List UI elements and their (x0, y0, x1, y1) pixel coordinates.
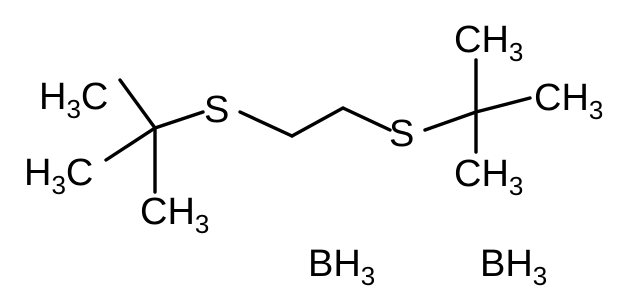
bonds (104, 58, 532, 194)
bond-ch2-right-sulfur (341, 106, 392, 132)
bond-left-sulfur-ch2 (238, 110, 294, 138)
right-middle-methyl-label: CH3 (534, 77, 603, 125)
bond-left-quaternary-middle-methyl (104, 126, 157, 162)
bond-right-quaternary-middle-methyl (474, 96, 532, 114)
left-sulfur-label: S (204, 89, 229, 131)
bond-ch2-ch2 (290, 106, 345, 138)
borane-1-label: BH3 (308, 243, 375, 291)
right-sulfur-label: S (389, 113, 414, 155)
left-upper-methyl-label: H3C (39, 76, 108, 124)
left-lower-methyl-label: CH3 (140, 191, 209, 239)
bond-left-quaternary-sulfur (153, 110, 205, 130)
left-middle-methyl-label: H3C (24, 152, 93, 200)
right-lower-methyl-label: CH3 (454, 153, 523, 201)
bond-left-quaternary-upper-methyl (118, 78, 157, 130)
right-upper-methyl-label: CH3 (454, 19, 523, 67)
bond-right-sulfur-quaternary (423, 110, 478, 132)
borane-2-label: BH3 (480, 243, 547, 291)
